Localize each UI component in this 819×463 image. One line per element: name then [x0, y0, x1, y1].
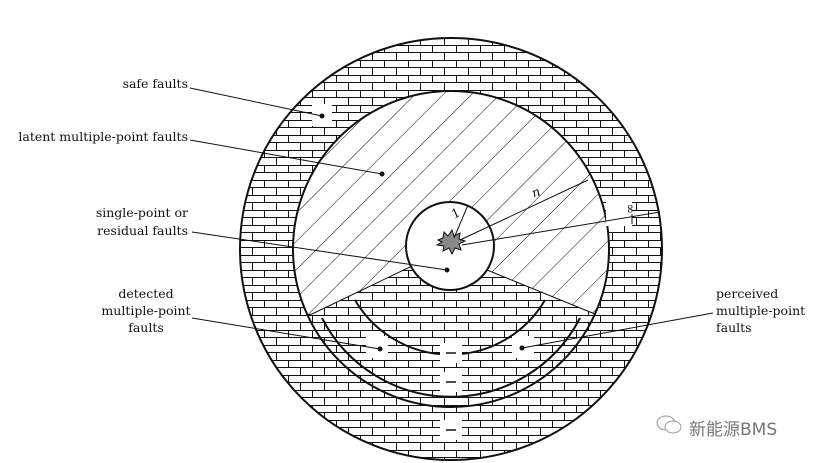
watermark-text: 新能源BMS — [689, 420, 778, 440]
fault-burst-icon — [435, 228, 467, 256]
label-perceived-2: multiple-point — [716, 303, 805, 318]
label-single-point-2: residual faults — [97, 223, 188, 238]
label-perceived-3: faults — [716, 320, 752, 335]
marker-infinity: ∞ — [622, 204, 637, 214]
label-detected-3: faults — [128, 320, 164, 335]
perceived-arc — [321, 317, 581, 398]
label-latent-faults: latent multiple-point faults — [18, 129, 188, 144]
label-perceived-1: perceived — [716, 286, 778, 301]
label-detected-1: detected — [118, 286, 173, 301]
label-single-point-1: single-point or — [96, 205, 188, 220]
label-detected-2: multiple-point — [101, 303, 190, 318]
wechat-icon — [655, 414, 683, 441]
watermark: 新能源BMS — [655, 414, 777, 441]
label-safe-faults: safe faults — [123, 76, 188, 91]
